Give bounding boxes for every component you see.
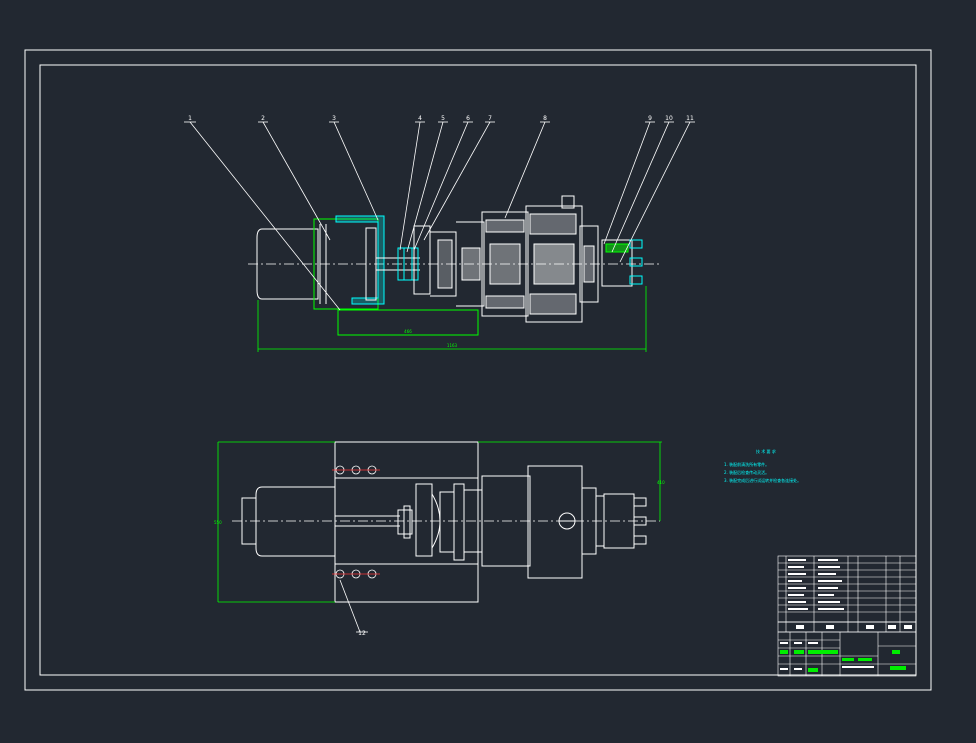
callouts-top: 1 2 3 4 5 6 7 8 9 10 11 <box>188 115 694 122</box>
callout-7: 7 <box>488 115 492 122</box>
callout-4: 4 <box>418 115 422 122</box>
callout-3: 3 <box>332 115 336 122</box>
callout-12: 12 <box>358 630 366 637</box>
callout-11: 11 <box>686 115 694 122</box>
notes-line-1: 1. 装配前清洗所有零件。 <box>724 461 769 467</box>
motor-body <box>256 228 319 300</box>
dim-top-long: 1163 <box>447 343 458 348</box>
coupling-guard <box>335 215 385 305</box>
gearbox-plan <box>481 475 531 567</box>
inner-border <box>39 64 917 676</box>
parts-list <box>777 555 917 633</box>
callout-8: 8 <box>543 115 547 122</box>
callout-10: 10 <box>665 115 673 122</box>
mounting-bolts <box>332 465 380 579</box>
dim-bottom-left: 550 <box>214 520 222 525</box>
parts-list-text-bars <box>788 559 912 629</box>
callout-5: 5 <box>441 115 445 122</box>
outer-border <box>24 49 932 691</box>
motor-plan <box>255 486 336 557</box>
top-view-dimensions <box>257 286 647 352</box>
notes-title: 技 术 要 求 <box>756 448 776 454</box>
bottom-view-dimensions <box>217 441 662 603</box>
notes-line-3: 3. 装配完成后进行试运转并检查各连接处。 <box>724 477 801 483</box>
callout-6: 6 <box>466 115 470 122</box>
bottom-view-plan <box>232 441 660 603</box>
dim-bottom-height: 410 <box>657 480 665 485</box>
title-block-fills <box>780 650 906 672</box>
technical-notes: 技 术 要 求 1. 装配前清洗所有零件。 2. 装配后检查传动灵活。 3. 装… <box>724 448 801 483</box>
notes-line-2: 2. 装配后检查传动灵活。 <box>724 469 769 475</box>
top-view-leaders <box>184 121 695 311</box>
callout-1: 1 <box>188 115 192 122</box>
callout-2: 2 <box>261 115 265 122</box>
callout-9: 9 <box>648 115 652 122</box>
top-view-section <box>248 195 660 336</box>
gearbox <box>481 211 529 317</box>
dim-top-short: 466 <box>404 329 412 334</box>
